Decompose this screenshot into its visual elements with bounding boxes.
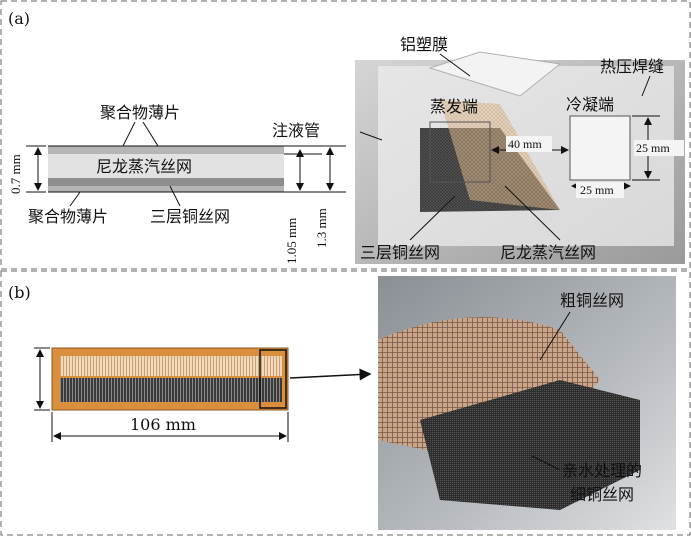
- label-fill-tube: 注液管: [272, 121, 320, 140]
- label-nylon-right: 尼龙蒸汽丝网: [500, 243, 596, 262]
- label-evaporator: 蒸发端: [430, 97, 478, 116]
- photo-heat-pipe: [355, 51, 685, 264]
- panel-b-tag: (b): [8, 283, 31, 302]
- cross-section: [48, 145, 284, 193]
- label-condenser: 冷凝端: [566, 95, 614, 114]
- dim-106: 106 mm: [130, 415, 196, 434]
- photo-mesh-detail: [378, 276, 676, 530]
- label-heat-seal: 热压焊缝: [600, 57, 664, 76]
- label-hydrophilic-2: 细铜丝网: [570, 485, 634, 504]
- label-polymer-top: 聚合物薄片: [100, 103, 180, 122]
- detail-box: [259, 349, 287, 409]
- label-coarse-mesh: 粗铜丝网: [560, 291, 624, 310]
- label-three-copper-left: 三层铜丝网: [150, 207, 230, 226]
- nylon-layer: [48, 154, 284, 178]
- polymer-bottom-layer: [48, 186, 284, 192]
- dim-25-h: 25 mm: [580, 183, 614, 197]
- label-nylon-layer: 尼龙蒸汽丝网: [96, 157, 192, 176]
- dim-40: 40 mm: [508, 137, 542, 151]
- panel-b-frame: [0, 270, 691, 536]
- panel-a-frame: [0, 0, 691, 270]
- sample-strip: [51, 347, 289, 411]
- dim-1-05: 1.05 mm: [284, 218, 299, 264]
- copper-layer: [48, 178, 284, 186]
- label-hydrophilic-1: 亲水处理的: [562, 461, 642, 480]
- label-al-film: 铝塑膜: [400, 35, 448, 54]
- dim-1-3: 1.3 mm: [314, 208, 329, 248]
- dim-0-7: 0.7 mm: [8, 154, 23, 194]
- panel-a-tag: (a): [8, 9, 30, 28]
- dim-25-v: 25 mm: [636, 141, 670, 155]
- zoom-arrow: [289, 368, 372, 381]
- polymer-top-layer: [48, 146, 284, 154]
- label-polymer-bottom: 聚合物薄片: [28, 207, 108, 226]
- label-three-copper-right: 三层铜丝网: [360, 243, 440, 262]
